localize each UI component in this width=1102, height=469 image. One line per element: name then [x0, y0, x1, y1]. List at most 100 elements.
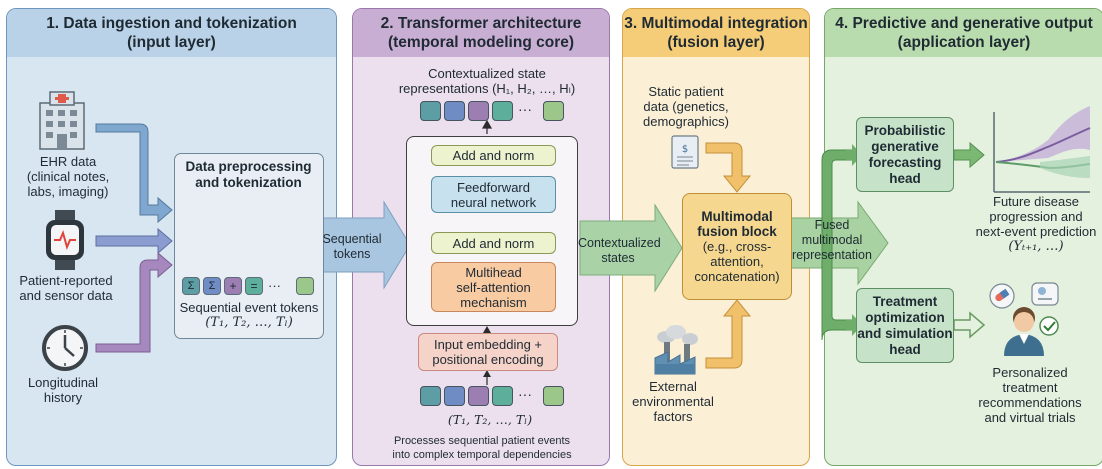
transformer-caption-line-2: into complex temporal dependencies — [392, 449, 572, 461]
output-token-3 — [468, 101, 489, 121]
panel-fusion-title: 3. Multimodal integration — [624, 15, 808, 32]
external-line-3: factors — [653, 409, 693, 424]
checkmark-icon — [1039, 316, 1059, 336]
static-line-3: demographics) — [643, 114, 729, 129]
input-token-ellipsis: ··· — [518, 386, 532, 402]
fusion-body-line-1: (e.g., cross- — [702, 239, 772, 254]
panel-input-header: 1. Data ingestion and tokenization (inpu… — [7, 9, 336, 57]
forecast-head-line-4: head — [889, 170, 921, 186]
sequential-tokens-arrow — [320, 200, 411, 290]
future-line-4: (Yₜ₊₁, …) — [1008, 239, 1064, 254]
patient-reported-label: Patient-reported and sensor data — [14, 273, 118, 303]
external-line-1: External — [649, 379, 697, 394]
ehr-arrow — [95, 123, 173, 224]
branch-arrow-top — [846, 144, 862, 166]
input-token-3 — [468, 386, 489, 406]
contextualized-representations-line-1: Contextualized state — [428, 66, 546, 81]
treatment-optimization-head: Treatment optimization and simulation he… — [856, 288, 954, 363]
token-equals-symbol: = — [250, 279, 258, 293]
fused-line-1: Fused — [814, 218, 850, 232]
future-line-3: next-event prediction — [975, 224, 1097, 239]
static-line-1: Static patient — [648, 84, 724, 99]
fused-line-2: multimodal — [801, 233, 863, 247]
fused-representation-label: Fused multimodal representation — [790, 218, 874, 263]
sequential-event-tokens-math: (T₁, T₂, …, Tₗ) — [205, 315, 293, 330]
sequential-tokens-label: Sequential tokens — [320, 232, 384, 262]
personalized-line-2: treatment — [1002, 380, 1058, 395]
history-line-1: Longitudinal — [27, 375, 99, 390]
panel-fusion-header: 3. Multimodal integration (fusion layer) — [623, 9, 809, 57]
fused-representation-arrow — [785, 200, 889, 286]
ehr-line-3: labs, imaging) — [27, 184, 109, 199]
hospital-icon — [39, 91, 85, 150]
forecast-head-line-1: Probabilistic — [864, 122, 946, 138]
self-attention-mechanism: Multihead self-attention mechanism — [431, 262, 556, 312]
future-line-2: progression and — [989, 209, 1083, 224]
add-norm-bottom-label: Add and norm — [452, 235, 535, 251]
contextualized-states-line-1: Contextualized — [578, 236, 661, 250]
branch-connector — [821, 149, 853, 341]
branch-arrow-bottom — [846, 314, 862, 336]
history-arrow — [95, 251, 173, 353]
patient-avatar-icon — [1004, 307, 1044, 356]
token-plus-symbol: + — [229, 279, 237, 293]
forecast-head-line-2: generative — [871, 138, 939, 154]
treatment-head-line-3: and simulation — [857, 325, 953, 341]
sequential-tokens-line-2: tokens — [333, 247, 371, 261]
multimodal-fusion-block: Multimodal fusion block (e.g., cross- at… — [682, 193, 792, 300]
add-norm-bottom: Add and norm — [431, 232, 556, 254]
future-line-1: Future disease — [993, 194, 1079, 209]
treatment-output-arrow — [953, 311, 986, 339]
future-disease-label: Future disease progression and next-even… — [966, 194, 1102, 254]
preprocessing-title-line-1: Data preprocessing — [185, 159, 312, 174]
token-sigma-2: Σ — [203, 277, 221, 295]
input-sequence-math: (T₁, T₂, …, Tₗ) — [447, 412, 533, 427]
output-token-1 — [420, 101, 441, 121]
contextualized-states-label: Contextualized states — [578, 236, 661, 266]
panel-input-subtitle: (input layer) — [127, 34, 216, 51]
longitudinal-history-label: Longitudinal history — [18, 375, 108, 405]
embedding-line-2: positional encoding — [432, 352, 544, 367]
panel-input-title: 1. Data ingestion and tokenization — [46, 15, 297, 32]
feedforward-line-1: Feedforward — [457, 179, 530, 195]
token-sigma-1: Σ — [182, 277, 200, 295]
clock-icon — [42, 325, 88, 371]
external-line-2: environmental — [632, 394, 714, 409]
input-token-4 — [492, 386, 513, 406]
fused-line-3: representation — [792, 248, 872, 262]
sequential-event-tokens-text: Sequential event tokens — [179, 300, 319, 315]
panel-output-subtitle: (application layer) — [897, 34, 1031, 51]
token-sigma-2-symbol: Σ — [208, 280, 216, 292]
token-sigma-1-symbol: Σ — [187, 280, 195, 292]
contextualized-representations-label: Contextualized state representations (H₁… — [390, 66, 584, 96]
attention-line-3: mechanism — [460, 294, 527, 310]
forecast-chart-icon — [993, 106, 1091, 193]
sequential-event-tokens-label: Sequential event tokens (T₁, T₂, …, Tₗ) — [174, 300, 324, 330]
smartwatch-icon — [46, 210, 84, 270]
contextualized-representations-line-2: representations (H₁, H₂, …, Hₗ) — [398, 81, 576, 96]
panel-transformer-header: 2. Transformer architecture (temporal mo… — [353, 9, 609, 57]
pill-bubble-icon — [989, 283, 1015, 309]
personalized-treatment-label: Personalized treatment recommendations a… — [970, 365, 1090, 425]
preprocessing-title-line-2: and tokenization — [195, 175, 302, 190]
input-token-1 — [420, 386, 441, 406]
treatment-head-line-1: Treatment — [872, 293, 938, 309]
treatment-head-line-4: head — [889, 341, 921, 357]
panel-output-header: 4. Predictive and generative output (app… — [825, 9, 1102, 57]
fusion-title-line-2: fusion block — [697, 224, 777, 239]
token-ellipsis: ··· — [268, 278, 281, 293]
input-token-last — [543, 386, 564, 406]
embedding-line-1: Input embedding + — [433, 337, 543, 352]
forecast-output-arrow — [953, 141, 985, 169]
output-token-4 — [492, 101, 513, 121]
forecast-head-line-3: forecasting — [868, 154, 942, 170]
transformer-caption-line-1: Processes sequential patient events — [393, 435, 571, 447]
attention-line-2: self-attention — [456, 279, 531, 295]
input-token-2 — [444, 386, 465, 406]
ehr-line-1: EHR data — [39, 154, 97, 169]
ehr-data-label: EHR data (clinical notes, labs, imaging) — [18, 154, 118, 199]
sequential-tokens-line-1: Sequential — [322, 232, 382, 246]
patient-line-2: and sensor data — [19, 288, 113, 303]
forecasting-head: Probabilistic generative forecasting hea… — [856, 117, 954, 192]
add-norm-top: Add and norm — [431, 145, 556, 166]
